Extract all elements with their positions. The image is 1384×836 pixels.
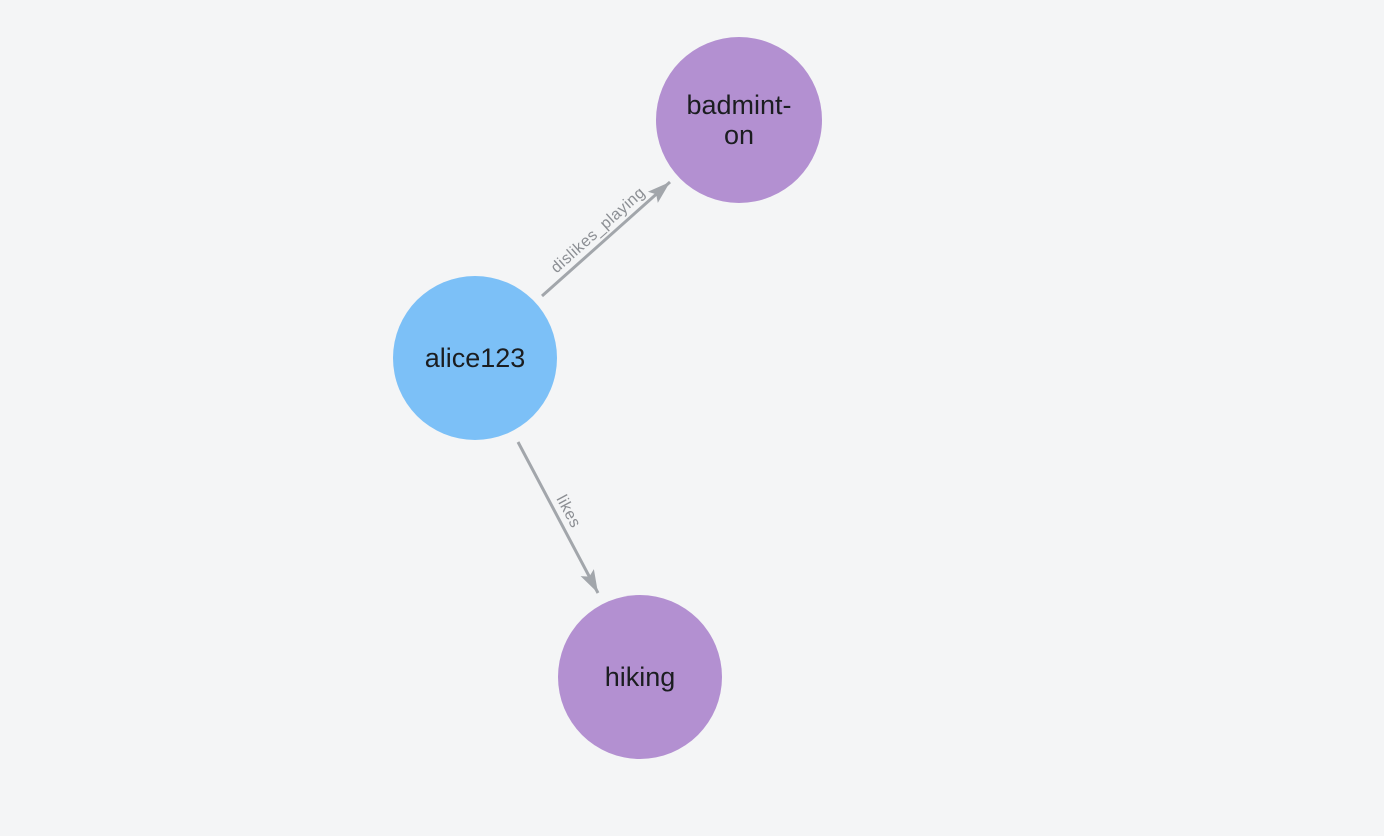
arrowhead-icon xyxy=(580,569,598,593)
edge-label-likes: likes xyxy=(553,492,584,530)
node-label-alice123: alice123 xyxy=(424,342,526,373)
node-badminton[interactable]: badmint- on xyxy=(656,37,822,203)
edge-label-dislikes-playing: dislikes_playing xyxy=(548,184,649,277)
node-label-hiking: hiking xyxy=(604,661,676,692)
edge-line[interactable] xyxy=(516,441,600,594)
edge-likes[interactable]: likes xyxy=(516,441,605,597)
edge-dislikes-playing[interactable]: dislikes_playing xyxy=(541,176,675,298)
edge-line[interactable] xyxy=(541,180,671,298)
node-hiking[interactable]: hiking xyxy=(558,595,722,759)
node-alice123[interactable]: alice123 xyxy=(393,276,557,440)
arrowhead-icon xyxy=(647,182,670,203)
node-label-badminton: badmint- on xyxy=(686,89,792,150)
